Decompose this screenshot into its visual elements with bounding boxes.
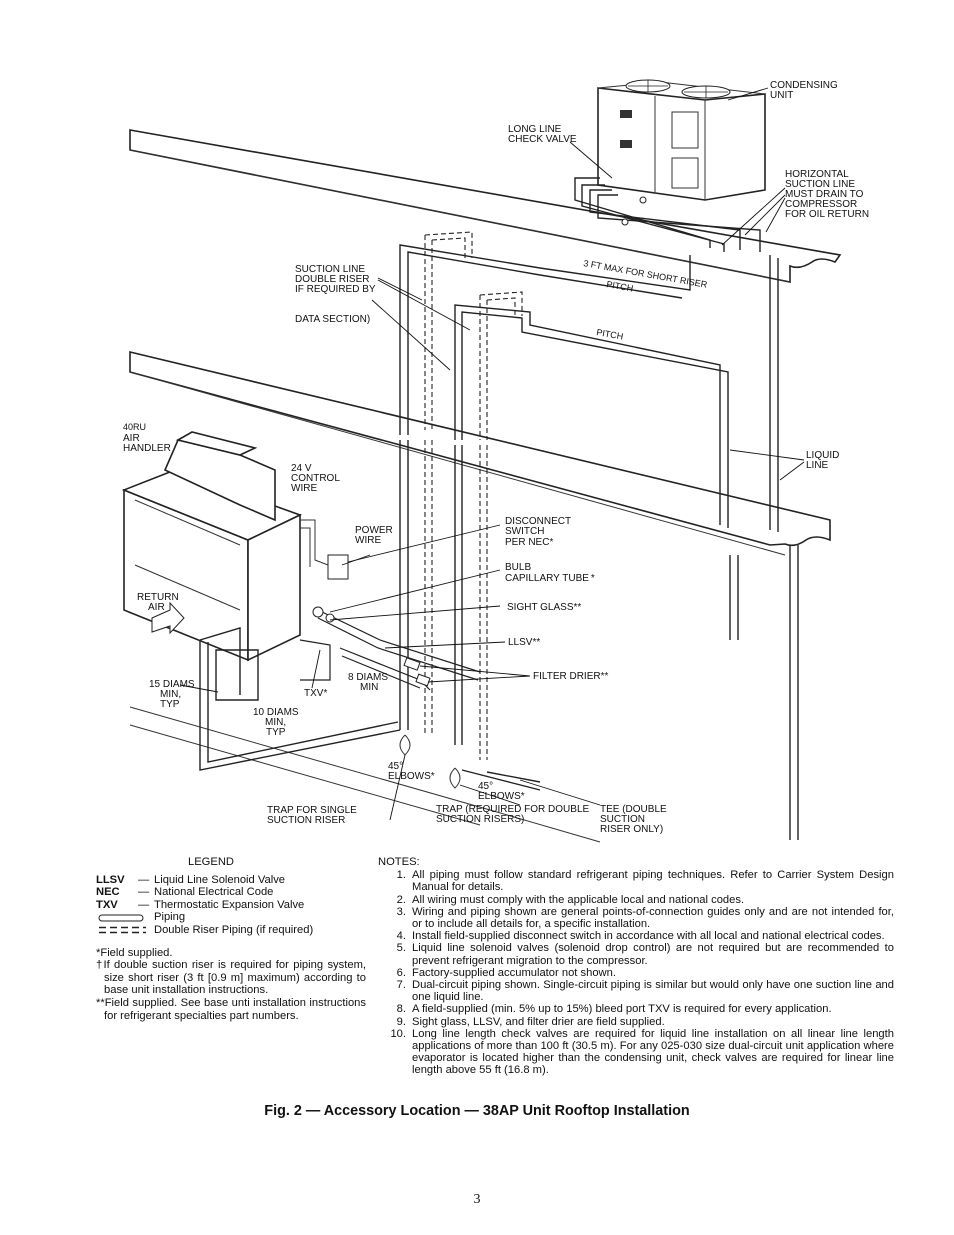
note-item: 1.All piping must follow standard refrig… [396,869,894,894]
label-air-handler: 40RU AIR HANDLER [123,422,171,454]
label-pitch-upper: PITCH [606,279,634,294]
rooftop-installation-diagram: CONDENSING UNIT LONG LINE CHECK VALVE HO… [121,79,869,843]
notes-title: NOTES: [378,856,420,868]
double-riser-symbol-icon [96,924,154,937]
note-item: 8.A field-supplied (min. 5% up to 15%) b… [396,1003,832,1016]
label-condensing-unit: CONDENSING UNIT [770,80,841,101]
label-return-air: RETURN AIR [137,592,181,613]
roof-slab [129,129,842,283]
footnote-field-supplied: *Field supplied. [96,946,173,959]
disconnect-switch [300,519,349,580]
label-15-diams: 15 DIAMS MIN, TYP [149,679,197,710]
roof-piping [574,177,761,252]
legend-symbol-double-riser: Double Riser Piping (if required) [96,924,366,937]
note-item: 2.All wiring must comply with the applic… [396,893,745,906]
note-item: 4.Install field-supplied disconnect swit… [396,930,885,943]
note-item: 3.Wiring and piping shown are general po… [396,905,894,931]
risers-lower [399,440,799,840]
legend-entry-txv: TXV — Thermostatic Expansion Valve [96,898,305,911]
footnote-double-riser: †If double suction riser is required for… [96,959,366,997]
note-item: 6.Factory-supplied accumulator not shown… [396,966,616,979]
note-item: 10.Long line length check valves are req… [390,1027,894,1077]
label-filter-drier: FILTER DRIER** [533,671,608,682]
air-handler [121,431,303,662]
leader-lines [179,87,805,821]
legend-entry-llsv: LLSV — Liquid Line Solenoid Valve [96,873,286,886]
note-item: 7.Dual-circuit piping shown. Single-circ… [396,979,894,1004]
label-8-diams: 8 DIAMS MIN [348,672,391,693]
label-liquid-line: LIQUID LINE [806,450,842,471]
diagram-labels: CONDENSING UNIT LONG LINE CHECK VALVE HO… [123,80,869,835]
risers-upper [399,231,779,532]
label-10-diams: 10 DIAMS MIN, TYP [253,707,301,738]
legend-footnotes: *Field supplied. †If double suction rise… [96,947,366,1023]
label-control-wire: 24 V CONTROL WIRE [291,463,342,494]
label-horizontal-suction-line: HORIZONTAL SUCTION LINE MUST DRAIN TO CO… [785,169,869,220]
legend-symbol-piping: Piping [96,911,366,924]
figure-caption: Fig. 2 — Accessory Location — 38AP Unit … [264,1103,690,1119]
label-bulb: BULB CAPILLARY TUBE * [505,562,595,584]
label-long-line-check-valve: LONG LINE CHECK VALVE [508,124,577,145]
label-llsv: LLSV** [508,637,540,648]
label-disconnect-switch: DISCONNECT SWITCH PER NEC* [505,516,574,548]
legend-title: LEGEND [187,856,234,868]
label-elbows-b: 45° ELBOWS* [478,781,525,802]
label-elbows-a: 45° ELBOWS* [388,761,435,782]
legend: LEGEND LLSV — Liquid Line Solenoid Valve… [96,856,366,1022]
label-suction-double-riser: SUCTION LINE DOUBLE RISER IF REQUIRED BY… [295,264,378,325]
note-item: 9.Sight glass, LLSV, and filter drier ar… [396,1015,665,1028]
lower-floor [129,706,601,843]
label-pitch-lower: PITCH [596,327,624,342]
label-txv: TXV* [304,688,327,699]
label-power-wire: POWER WIRE [355,525,396,546]
label-trap-double: TRAP (REQUIRED FOR DOUBLE SUCTION RISERS… [436,804,592,825]
condensing-unit [597,79,766,201]
note-item: 5.Liquid line solenoid valves (solenoid … [396,942,894,967]
notes: NOTES: 1.All piping must follow standard… [378,856,894,1077]
legend-entry-nec: NEC — National Electrical Code [96,886,274,899]
piping-symbol-icon [96,911,154,924]
page-number: 3 [473,1192,481,1207]
label-trap-single: TRAP FOR SINGLE SUCTION RISER [267,805,360,826]
evaporator-piping [199,606,541,791]
label-sight-glass: SIGHT GLASS** [507,602,581,613]
footnote-base-unit: **Field supplied. See base unti installa… [96,996,366,1022]
label-tee: TEE (DOUBLE SUCTION RISER ONLY) [600,804,669,835]
